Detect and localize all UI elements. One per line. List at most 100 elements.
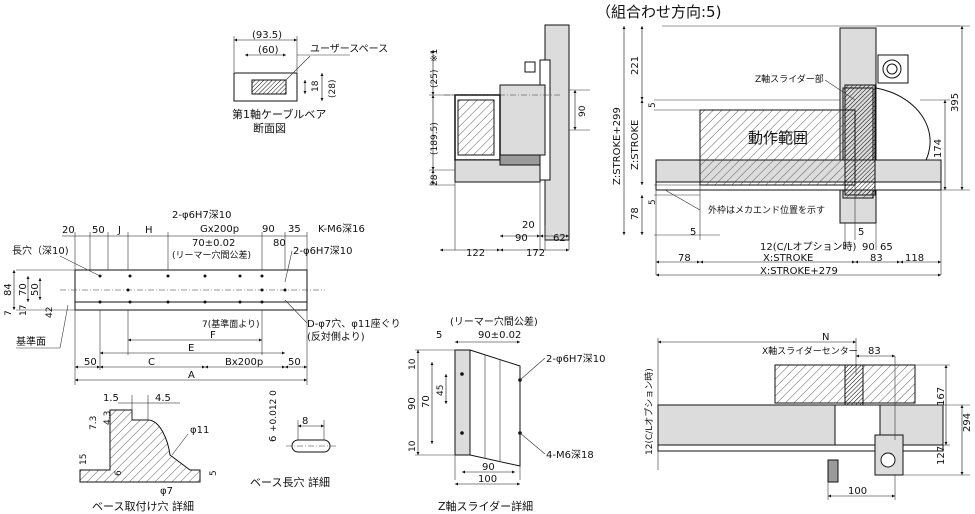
x-stroke-279-label: X:STROKE+279	[760, 266, 838, 277]
dim-78-h: 78	[678, 253, 691, 264]
cable-bear-dim-outer: (93.5)	[252, 30, 282, 41]
dim-174: 174	[933, 139, 944, 158]
detail-dim-7-3: 7.3	[89, 416, 99, 430]
base-dim-50v: 50	[30, 283, 41, 296]
base-dim-Bx: Bx200p	[225, 357, 263, 368]
base-dim-70: 70±0.02	[192, 238, 235, 249]
motion-range-label: 動作範囲	[748, 129, 808, 147]
top-dim-127: 127	[936, 446, 947, 465]
base-dim-84: 84	[3, 283, 14, 296]
long-hole-dim-8: 8	[302, 416, 308, 427]
dim-65-f: 65	[880, 242, 893, 253]
base-d-hole2: (反対側より)	[307, 330, 365, 343]
z-detail-dim-70: 70	[421, 395, 432, 408]
detail-dim-phi11: φ11	[190, 425, 209, 436]
x-slider-center-label: X軸スライダーセンター	[762, 345, 858, 357]
base-dim-C: C	[148, 357, 155, 368]
detail-dim-phi7: φ7	[160, 486, 173, 497]
dim-395: 395	[950, 93, 961, 112]
outer-frame-note: 外枠はメカエンド位置を示す	[708, 204, 825, 216]
top-dim-294: 294	[962, 413, 973, 432]
side-dim-62: 62	[553, 233, 566, 244]
z-detail-dim-90tol: 90±0.02	[478, 330, 521, 341]
side-dim-189-5: (189.5)	[430, 122, 440, 155]
base-hole-6h7b: 2-φ6H7深10	[293, 245, 353, 257]
z-detail-dim-10a: 10	[408, 358, 418, 370]
side-dim-90: 90	[578, 105, 588, 117]
top-dim-167: 167	[936, 387, 947, 406]
cable-bear-dim-18: 18	[311, 80, 321, 92]
z-detail-dim-5: 5	[436, 330, 442, 341]
side-dim-172: 172	[526, 248, 545, 259]
base-dim-50c: 50	[288, 357, 301, 368]
z-detail-dim-90b: 90	[482, 462, 495, 473]
z-detail-reamer-tol: (リーマー穴間公差)	[450, 315, 538, 328]
z-slider-detail: (リーマー穴間公差) 5 90±0.02 2-φ6H7深10 4-M6深18 9…	[407, 315, 606, 513]
base-dim-H: H	[145, 225, 153, 236]
cable-bear-dim-inner: (60)	[258, 45, 279, 56]
top-dim-100: 100	[848, 486, 867, 497]
dim-5-d: 5	[858, 227, 864, 238]
base-dim-E: E	[188, 343, 194, 354]
base-dim-J: J	[117, 225, 121, 236]
base-dim-F: F	[210, 330, 216, 341]
side-dim-25: (25)	[430, 70, 440, 88]
side-note-mark: ※1	[430, 49, 440, 62]
base-ref-7: 7(基準面より)	[202, 318, 260, 330]
cable-bear-dim-28: (28)	[328, 80, 338, 98]
z-stroke-299: Z:STROKE+299	[612, 107, 623, 185]
base-dim-80: 80	[273, 238, 286, 249]
z-detail-hole-6h7: 2-φ6H7深10	[546, 353, 606, 365]
z-detail-m6: 4-M6深18	[546, 449, 594, 461]
side-dim-20: 20	[522, 220, 535, 231]
base-dim-42: 42	[45, 307, 55, 318]
detail-dim-15: 15	[79, 454, 89, 465]
long-hole-dim-6: 6	[268, 436, 279, 442]
base-hole-detail-title: ベース取付け穴 詳細	[92, 499, 194, 513]
combo-direction-label: （組合わせ方向:5)	[596, 3, 721, 21]
long-hole-detail: 8 6 +0.012 0 ベース長穴 詳細	[250, 390, 336, 489]
detail-dim-4-5: 4.5	[155, 393, 171, 404]
base-dim-7: 7	[4, 310, 14, 316]
dim-78-v: 78	[630, 207, 641, 220]
side-dim-90b: 90	[515, 233, 528, 244]
side-dim-122: 122	[466, 248, 485, 259]
base-dim-A: A	[188, 370, 195, 381]
base-dim-90: 90	[262, 224, 275, 235]
dim-83-f: 83	[870, 253, 883, 264]
z-detail-dim-10b: 10	[408, 440, 418, 452]
dim-118-f: 118	[905, 253, 924, 264]
top-cl-option-v: 12(C/Lオプション時)	[644, 368, 655, 455]
z-slider-part-label: Z軸スライダー部	[755, 73, 824, 85]
detail-dim-5: 5	[209, 470, 219, 476]
dim-221: 221	[630, 56, 641, 75]
base-dim-35: 35	[288, 224, 301, 235]
detail-dim-4-3: 4.3	[103, 411, 113, 425]
side-dim-28: 28	[430, 174, 440, 186]
user-space-label: ユーザースペース	[310, 43, 388, 55]
top-view: N X軸スライダーセンター 83 12(C/Lオプション時) 167 294 1…	[644, 332, 973, 500]
top-dim-N: N	[822, 332, 829, 343]
dim-5-b: 5	[648, 199, 658, 205]
base-dim-70v: 70	[18, 283, 29, 296]
top-dim-83: 83	[868, 346, 881, 357]
front-view: 動作範囲 Z軸スライダー部 外枠はメカエンド位置を示す Z:STROKE+299…	[612, 25, 970, 277]
z-detail-dim-90: 90	[407, 397, 418, 410]
base-k-m6: K-M6深16	[318, 223, 365, 235]
base-datum: 基準面	[16, 335, 46, 348]
x-stroke-label: X:STROKE	[763, 253, 813, 264]
dim-5-a: 5	[648, 102, 658, 108]
cable-bear-title-1: 第1軸ケーブルベア	[232, 107, 326, 121]
base-dim-50b: 50	[84, 357, 97, 368]
base-g-pitch: Gx200p	[200, 224, 239, 235]
base-hole-detail: 1.5 4.5 7.3 4.3 φ11 15 6 5 φ7 ベース取付け穴 詳細	[79, 393, 219, 513]
cable-bear-section: (93.5) (60) ユーザースペース 18 (28) 第1軸ケーブルベア 断…	[232, 30, 388, 135]
base-plan: 20 50 J H 2-φ6H7深10 Gx200p 90 35 K-M6深16…	[3, 209, 401, 385]
z-slider-detail-title: Z軸スライダー詳細	[438, 499, 533, 513]
base-d-hole: D-φ7穴、φ11座ぐり	[307, 317, 401, 330]
base-dim-17: 17	[19, 305, 29, 316]
dim-90-f: 90	[862, 242, 875, 253]
z-detail-dim-45: 45	[436, 385, 446, 396]
z-stroke: Z:STROKE	[630, 120, 641, 170]
